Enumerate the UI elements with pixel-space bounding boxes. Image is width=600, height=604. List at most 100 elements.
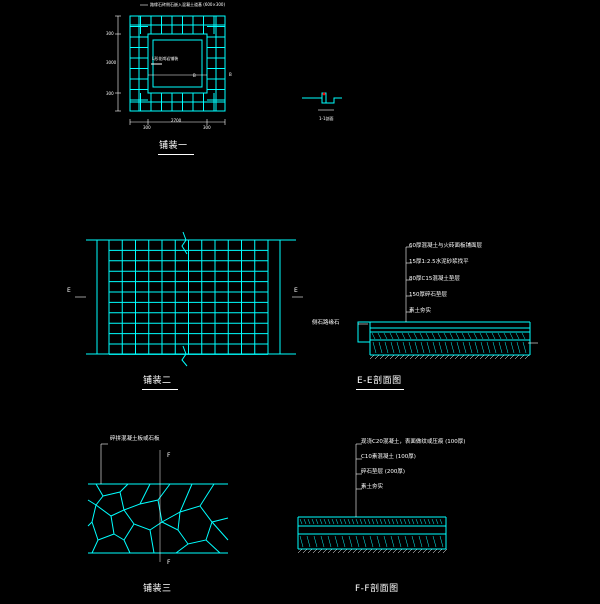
- sectionF-surface-hatch: [379, 518, 383, 525]
- sectionE-gravel-hatch: [456, 341, 461, 354]
- sectionF-surface-hatch: [343, 518, 347, 525]
- sectionF-surface-hatch: [367, 518, 371, 525]
- sectionE-soil-hatch: [394, 354, 400, 360]
- sectionF-surface-hatch: [419, 518, 423, 525]
- sectionF-soil-hatch: [337, 548, 343, 554]
- sectionF-soil-hatch: [422, 548, 428, 554]
- sectionF-gravel-hatch: [439, 535, 444, 548]
- sectionE-gravel-hatch: [462, 341, 467, 354]
- sectionF-soil-hatch: [307, 548, 313, 554]
- sectionF-soil-hatch: [392, 548, 398, 554]
- sectionE-soil-hatch: [484, 354, 490, 360]
- sectionF-soil-hatch: [332, 548, 338, 554]
- sectionE-concrete-hatch: [425, 332, 430, 340]
- small-section-profile: [312, 92, 342, 104]
- sectionE-soil-hatch: [454, 354, 460, 360]
- detail2-break-mark-top: [181, 231, 188, 255]
- sectionF-surface-hatch: [299, 518, 303, 525]
- sectionF-surface-hatch: [415, 518, 419, 525]
- sectionE-gravel-hatch: [522, 341, 527, 354]
- small-section-caption: 1-1剖面: [319, 116, 334, 121]
- sectionE-soil-hatch: [459, 354, 465, 360]
- sectionE-soil-hatch: [494, 354, 500, 360]
- sectionF-surface-hatch: [323, 518, 327, 525]
- detail3-stone-joint: [205, 539, 221, 554]
- sectionE-gravel-hatch: [504, 341, 509, 354]
- sectionE-concrete-hatch: [431, 332, 436, 340]
- sectionE-layer-4: 150厚碎石垫层: [409, 292, 447, 298]
- sectionE-soil-hatch: [409, 354, 415, 360]
- sectionF-surface-hatch: [383, 518, 387, 525]
- sectionE-concrete-hatch: [401, 332, 406, 340]
- sectionE-gravel-hatch: [486, 341, 491, 354]
- sectionF-soil-hatch: [407, 548, 413, 554]
- sectionE-gravel-hatch: [432, 341, 437, 354]
- sectionE-gravel-hatch: [450, 341, 455, 354]
- sectionF-surface-hatch: [431, 518, 435, 525]
- detail2-mark-right: E: [294, 287, 298, 294]
- sectionE-concrete-hatch: [455, 332, 460, 340]
- sectionE-gravel-hatch: [384, 341, 389, 354]
- sectionF-soil-hatch: [367, 548, 373, 554]
- detail3-mark-bottom: F: [167, 559, 171, 566]
- sectionF-surface-hatch: [371, 518, 375, 525]
- sectionF-soil-hatch: [417, 548, 423, 554]
- sectionF-gravel-hatch: [418, 535, 423, 548]
- detail3-stone-joint: [179, 483, 215, 513]
- sectionF-surface-hatch: [399, 518, 403, 525]
- sectionE-soil-hatch: [419, 354, 425, 360]
- sectionE-gravel-hatch: [516, 341, 521, 354]
- sectionF-gravel-hatch: [397, 535, 402, 548]
- detail3-stone-joint: [161, 483, 193, 523]
- detail3-mark-top: F: [167, 452, 171, 459]
- sectionE-gravel-hatch: [372, 341, 377, 354]
- sectionF-surface-hatch: [395, 518, 399, 525]
- sectionF-surface-hatch: [375, 518, 379, 525]
- sectionF-surface-hatch: [327, 518, 331, 525]
- sectionE-concrete-hatch: [503, 332, 508, 340]
- sectionF-surface-hatch: [435, 518, 439, 525]
- sectionE-gravel-hatch: [474, 341, 479, 354]
- sectionF-surface-hatch: [423, 518, 427, 525]
- detail3-stone-joint: [95, 491, 125, 517]
- sectionF-surface-hatch: [315, 518, 319, 525]
- sectionE-soil-hatch: [434, 354, 440, 360]
- sectionE-gravel-hatch: [426, 341, 431, 354]
- sectionF-soil-hatch: [412, 548, 418, 554]
- sectionF-soil-hatch: [302, 548, 308, 554]
- detail1-dim-left-1: 300: [106, 31, 114, 36]
- sectionF-surface-hatch: [411, 518, 415, 525]
- sectionE-caption-underline: [356, 389, 404, 390]
- sectionE-soil-hatch: [439, 354, 445, 360]
- sectionF-gravel-hatch: [390, 535, 395, 548]
- detail1-outer-border: [129, 15, 226, 112]
- sectionE-concrete-hatch: [389, 332, 394, 340]
- detail1-inner-note: L形花岗岩铺装: [152, 56, 179, 61]
- detail3-stone-joint: [110, 515, 125, 541]
- sectionE-gravel-hatch: [444, 341, 449, 354]
- detail1-mark-b-inner: B: [193, 73, 196, 78]
- sectionE-gravel-hatch: [390, 341, 395, 354]
- detail3-stone-joint: [177, 511, 181, 531]
- sectionE-soil-hatch: [369, 354, 375, 360]
- detail1-caption: 铺装一: [159, 141, 188, 151]
- sectionF-surface-hatch: [427, 518, 431, 525]
- detail3-stone-joint: [102, 483, 129, 497]
- detail3-note: 碎拼混凝土板或石板: [110, 436, 160, 442]
- sectionF-soil-hatch: [432, 548, 438, 554]
- sectionE-concrete-hatch: [473, 332, 478, 340]
- sectionE-layer-2: 15厚1:2.5水泥砂浆找平: [409, 259, 469, 265]
- detail2-mark-left: E: [67, 287, 71, 294]
- sectionE-soil-hatch: [509, 354, 515, 360]
- detail3-stone-joint: [175, 543, 189, 554]
- sectionF-soil-hatch: [357, 548, 363, 554]
- sectionE-concrete-hatch: [449, 332, 454, 340]
- sectionF-soil-hatch: [342, 548, 348, 554]
- sectionF-surface-hatch: [387, 518, 391, 525]
- detail1-dim-left-2: 3000: [106, 60, 117, 65]
- sectionE-soil-hatch: [389, 354, 395, 360]
- sectionF-soil-hatch: [437, 548, 443, 554]
- sectionE-soil-hatch: [504, 354, 510, 360]
- sectionF-gravel-hatch: [362, 535, 367, 548]
- detail3-stone-joint: [199, 505, 229, 523]
